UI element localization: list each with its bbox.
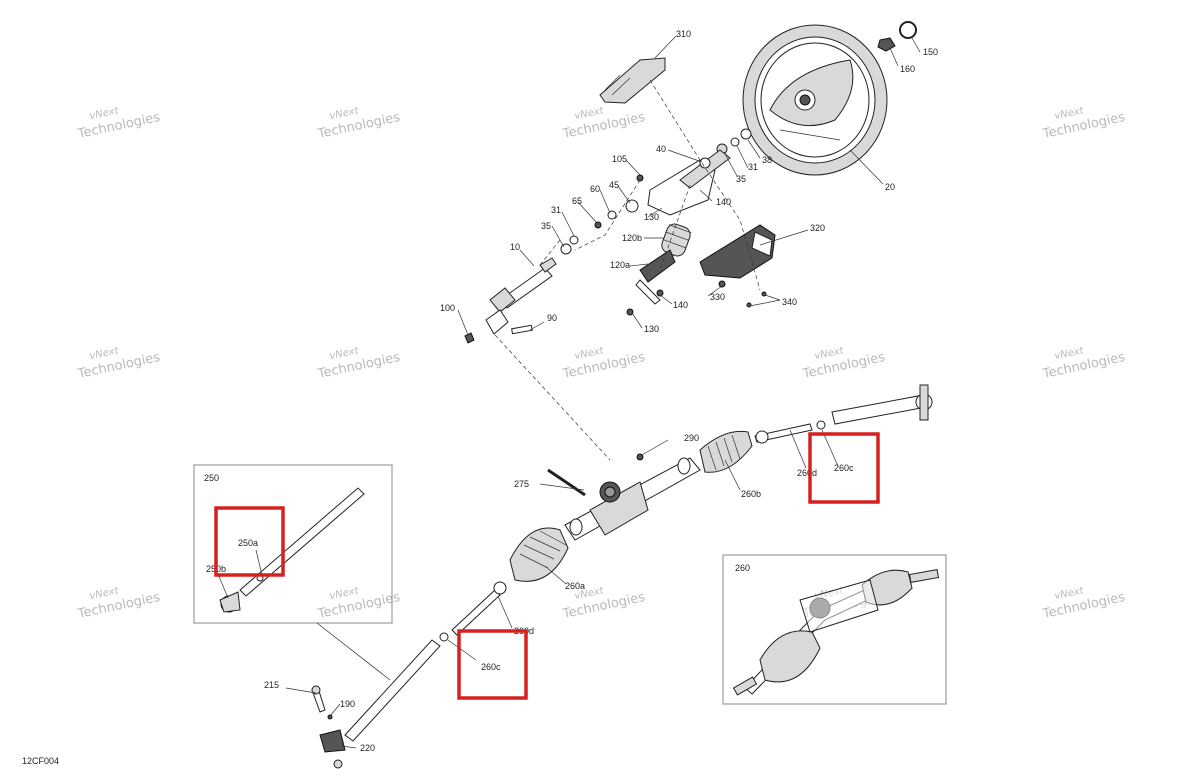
callout-31-upper: 31 bbox=[748, 162, 758, 172]
callout-260d-upper: 260d bbox=[797, 468, 817, 478]
eps-unit-120 bbox=[626, 223, 692, 316]
leader-lines bbox=[217, 35, 921, 749]
column-cover-310 bbox=[599, 57, 666, 104]
callout-190: 190 bbox=[340, 699, 355, 709]
callout-120a: 120a bbox=[610, 260, 630, 270]
callout-65: 65 bbox=[572, 196, 582, 206]
callout-140-upper: 140 bbox=[716, 197, 731, 207]
callout-160: 160 bbox=[900, 64, 915, 74]
callout-150: 150 bbox=[923, 47, 938, 57]
bracket-320 bbox=[699, 224, 776, 308]
callout-260c-lower: 260c bbox=[481, 662, 501, 672]
callout-10: 10 bbox=[510, 242, 520, 252]
inset-250-title: 250 bbox=[204, 473, 219, 483]
callout-40: 40 bbox=[656, 144, 666, 154]
highlights bbox=[214, 432, 880, 700]
callout-100: 100 bbox=[440, 303, 455, 313]
inner-tie-rod-upper-260d bbox=[754, 420, 826, 444]
callout-250a: 250a bbox=[238, 538, 258, 548]
highlight-250a bbox=[214, 506, 285, 577]
callout-35-upper: 35 bbox=[736, 174, 746, 184]
inset-260-title: 260 bbox=[735, 563, 750, 573]
callout-330: 330 bbox=[710, 292, 725, 302]
steering-column-40 bbox=[560, 149, 731, 255]
wheel-hardware bbox=[716, 21, 917, 155]
inset-250 bbox=[193, 464, 393, 681]
callout-45: 45 bbox=[609, 180, 619, 190]
callout-340: 340 bbox=[782, 297, 797, 307]
callout-35-lower: 35 bbox=[541, 221, 551, 231]
callout-31-lower: 31 bbox=[551, 205, 561, 215]
callout-130-lower: 130 bbox=[644, 324, 659, 334]
steering-wheel bbox=[742, 24, 888, 176]
callout-140-lower: 140 bbox=[673, 300, 688, 310]
boot-260b bbox=[699, 430, 753, 473]
outer-tie-rod-upper-260c bbox=[831, 384, 933, 425]
callout-260c-upper: 260c bbox=[834, 463, 854, 473]
callout-260b: 260b bbox=[741, 489, 761, 499]
callout-260a: 260a bbox=[565, 581, 585, 591]
inset-260 bbox=[722, 554, 947, 705]
intermediate-shaft-10 bbox=[464, 257, 557, 344]
highlight-260c-upper bbox=[808, 432, 880, 504]
callout-90: 90 bbox=[547, 313, 557, 323]
assembly-lines bbox=[494, 79, 761, 461]
callout-120b: 120b bbox=[622, 233, 642, 243]
boot-260a bbox=[509, 527, 569, 582]
highlight-260c-lower bbox=[457, 629, 528, 700]
callout-130-upper: 130 bbox=[644, 212, 659, 222]
outer-tie-rod-lower bbox=[311, 639, 441, 769]
callout-320: 320 bbox=[810, 223, 825, 233]
inner-tie-rod-lower-260d bbox=[439, 581, 507, 642]
callout-38: 38 bbox=[762, 155, 772, 165]
callout-105: 105 bbox=[612, 154, 627, 164]
callout-290: 290 bbox=[684, 433, 699, 443]
callout-60: 60 bbox=[590, 184, 600, 194]
steering-rack bbox=[547, 453, 701, 541]
callout-215: 215 bbox=[264, 680, 279, 690]
figure-code: 12CF004 bbox=[22, 756, 59, 766]
callout-310: 310 bbox=[676, 29, 691, 39]
callout-275: 275 bbox=[514, 479, 529, 489]
callout-220: 220 bbox=[360, 743, 375, 753]
callout-20: 20 bbox=[885, 182, 895, 192]
